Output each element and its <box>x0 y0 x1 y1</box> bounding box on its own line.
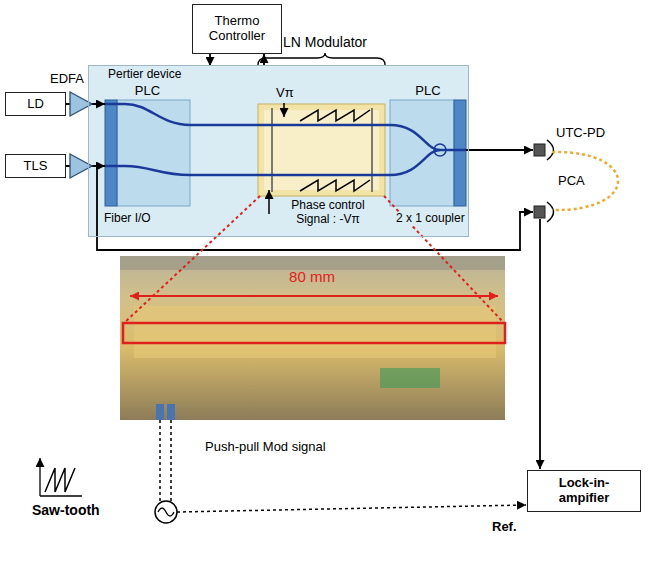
node-text: Pertier device <box>108 68 181 82</box>
module-photo <box>120 256 505 420</box>
plc-chip <box>117 100 190 206</box>
dimension-label: 80 mm <box>272 268 352 285</box>
zoom-line <box>384 196 504 323</box>
rf-connector <box>167 404 175 420</box>
antenna-symbol <box>547 140 554 160</box>
signal-label: Ref. <box>492 520 517 535</box>
signal-label: Saw-tooth <box>32 502 100 518</box>
amplifier-label: EDFA <box>50 72 84 87</box>
part-label: LN Modulator <box>265 34 385 50</box>
lock-in-box: Lock-in- ampifier <box>527 470 641 512</box>
axis <box>40 495 82 496</box>
axis <box>39 458 40 496</box>
plc-block: PLC <box>390 84 466 206</box>
sawtooth-icon <box>45 468 75 492</box>
laser-box: TLS <box>5 154 66 178</box>
waveguide <box>105 150 440 175</box>
sine-symbol <box>158 508 174 516</box>
signal-label: Vπ <box>276 86 294 101</box>
electrode <box>271 108 273 192</box>
node-text: TLS <box>24 159 48 174</box>
part-label: Fiber I/O <box>104 212 151 226</box>
brace <box>258 53 385 65</box>
photo-detail <box>134 306 496 358</box>
sawtooth-symbol <box>300 180 370 191</box>
drive-arrow <box>283 103 285 117</box>
generator-symbol <box>155 501 177 523</box>
plc-block: PLC <box>105 84 190 206</box>
laser-box: LD <box>5 92 66 116</box>
pca-symbol <box>534 206 545 218</box>
drive-arrow <box>268 190 270 214</box>
fiber-line <box>466 149 533 151</box>
node-text: Thermo Controller <box>193 14 281 44</box>
amplifier-symbol <box>70 154 92 178</box>
amplifier-symbol <box>70 92 92 116</box>
part-label: 2 x 1 coupler <box>394 212 467 226</box>
peltier-stage <box>89 66 468 236</box>
signal-line <box>539 219 541 469</box>
connector-arrow <box>263 54 265 66</box>
fiber-line <box>97 166 533 250</box>
signal-line <box>159 420 161 502</box>
connector-arrow <box>209 54 211 66</box>
waveguide <box>105 104 440 150</box>
antenna-symbol <box>547 202 554 222</box>
node-text: LD <box>27 97 44 112</box>
plc-chip <box>390 100 454 206</box>
signal-line <box>170 420 172 502</box>
coupler-mark <box>434 144 446 156</box>
controller-box: Thermo Controller <box>192 4 282 54</box>
node-text: PLC <box>390 84 466 99</box>
signal-label: Phase control Signal : -Vπ <box>273 199 383 227</box>
chip-outline <box>123 323 505 343</box>
electrode <box>371 108 373 192</box>
part-label: PCA <box>558 174 585 189</box>
waveguide <box>440 149 466 152</box>
dimension-arrow <box>130 295 498 297</box>
photodiode-symbol <box>534 144 545 156</box>
rf-connector <box>156 404 164 420</box>
node-text: Lock-in- ampifier <box>548 476 620 506</box>
fiber-block <box>105 100 117 206</box>
signal-label: Push-pull Mod signal <box>205 440 326 455</box>
part-label: UTC-PD <box>556 126 605 141</box>
ln-modulator-chip <box>258 104 385 196</box>
thz-path <box>552 152 618 210</box>
electrode-area <box>264 110 379 190</box>
photo-detail <box>380 368 440 388</box>
fiber-block <box>454 100 466 206</box>
node-text: PLC <box>105 84 190 99</box>
sawtooth-symbol <box>300 110 370 121</box>
reference-line <box>177 505 526 512</box>
